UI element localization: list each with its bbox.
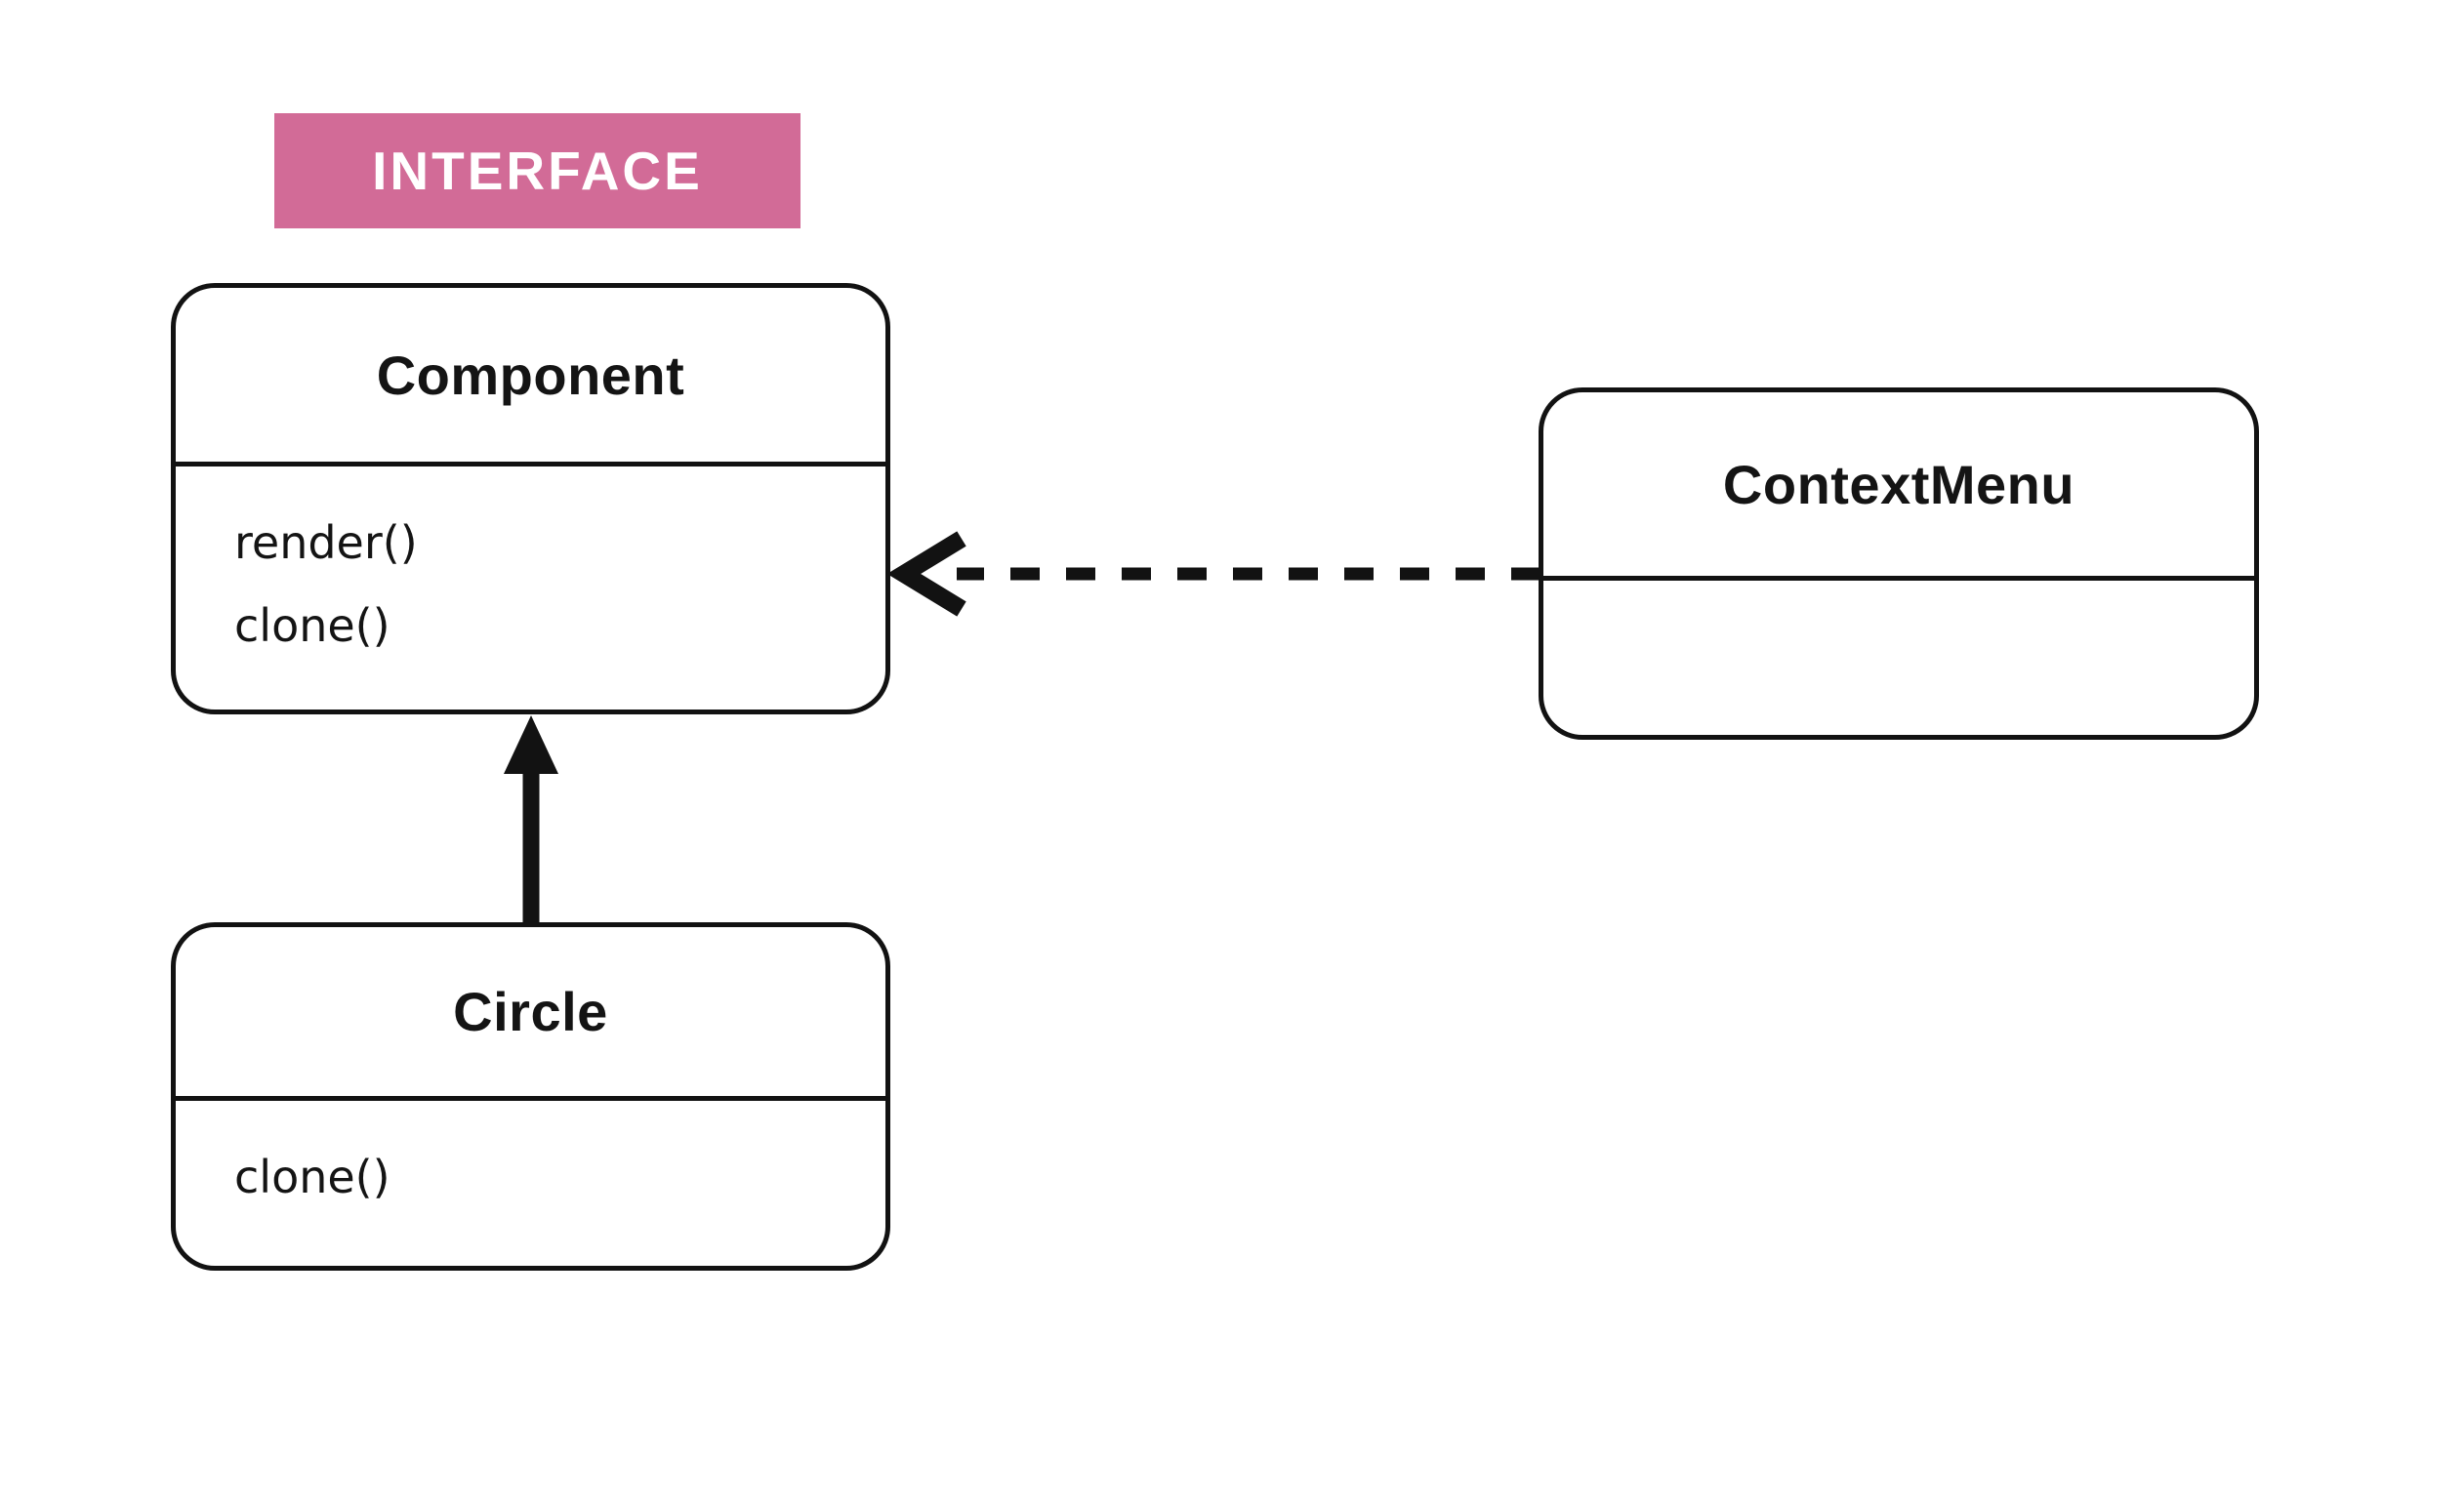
class-header-component: Component [176, 288, 885, 467]
class-box-contextmenu: ContextMenu [1539, 387, 2259, 740]
interface-badge-label: INTERFACE [372, 141, 703, 201]
class-body-circle: clone() [176, 1101, 885, 1219]
dependency-arrow-contextmenu-to-component [886, 531, 1540, 617]
interface-badge: INTERFACE [274, 113, 801, 228]
method-clone-circle: clone() [234, 1151, 390, 1203]
class-body-contextmenu [1543, 581, 2254, 616]
class-header-contextmenu: ContextMenu [1543, 392, 2254, 581]
class-title-circle: Circle [453, 981, 608, 1042]
class-title-component: Component [376, 344, 685, 406]
class-box-component: Component render() clone() [171, 283, 890, 714]
method-render: render() [234, 516, 418, 569]
class-body-component: render() clone() [176, 467, 885, 668]
class-header-circle: Circle [176, 927, 885, 1101]
class-title-contextmenu: ContextMenu [1722, 453, 2075, 515]
method-clone-component: clone() [234, 599, 390, 652]
inheritance-arrow-circle-to-component [504, 715, 558, 922]
class-box-circle: Circle clone() [171, 922, 890, 1271]
